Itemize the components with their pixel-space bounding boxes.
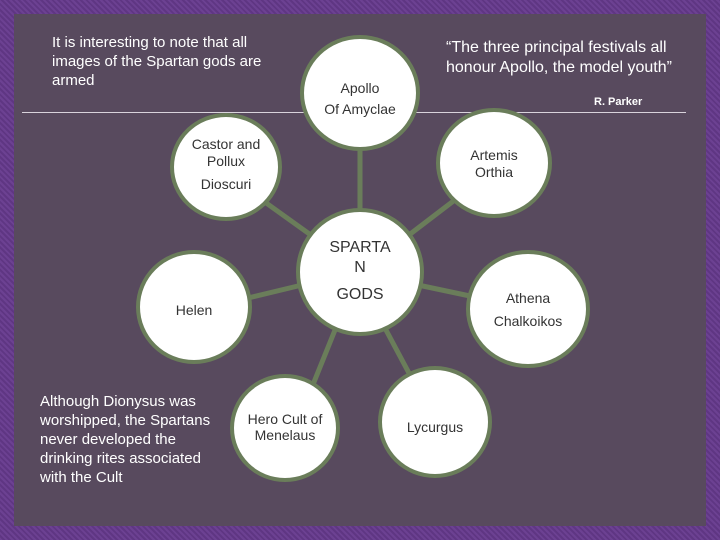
lycurgus-label: Lycurgus xyxy=(406,419,464,435)
center-label-3: GODS xyxy=(336,286,384,303)
quote-author: R. Parker xyxy=(594,96,643,108)
athena-sublabel: Chalkoikos xyxy=(493,313,563,329)
connector-castor xyxy=(259,197,318,241)
node-menelaus xyxy=(230,374,340,482)
node-helen xyxy=(136,250,252,364)
castor-sublabel: Dioscuri xyxy=(200,176,252,192)
artemis-sublabel: Orthia xyxy=(474,164,514,180)
node-artemis xyxy=(436,108,552,218)
node-castor-pollux xyxy=(170,113,282,221)
center-label-2: N xyxy=(354,259,366,276)
connector-lycurgus xyxy=(383,327,413,378)
intro-note: It is interesting to note that all image… xyxy=(52,34,262,89)
dionysus-note: Although Dionysus was worshipped, the Sp… xyxy=(40,393,211,486)
node-apollo xyxy=(300,35,420,151)
helen-label: Helen xyxy=(175,302,213,318)
apollo-label: Apollo xyxy=(340,80,380,96)
castor-label-2: Pollux xyxy=(206,153,246,169)
apollo-sublabel: Of Amyclae xyxy=(324,101,396,117)
athena-label: Athena xyxy=(505,290,551,306)
castor-label: Castor and xyxy=(191,136,261,152)
center-label-1: SPARTA xyxy=(329,239,391,256)
artemis-label: Artemis xyxy=(470,147,518,163)
node-center-spartan-gods xyxy=(296,208,424,336)
node-athena xyxy=(466,250,590,368)
menelaus-sublabel: Menelaus xyxy=(254,427,316,443)
connector-artemis xyxy=(402,193,463,241)
connector-helen xyxy=(245,282,305,301)
connector-athena xyxy=(415,282,473,299)
node-lycurgus xyxy=(378,366,492,478)
quote-text: “The three principal festivals all honou… xyxy=(446,39,672,76)
menelaus-label: Hero Cult of xyxy=(247,411,323,427)
